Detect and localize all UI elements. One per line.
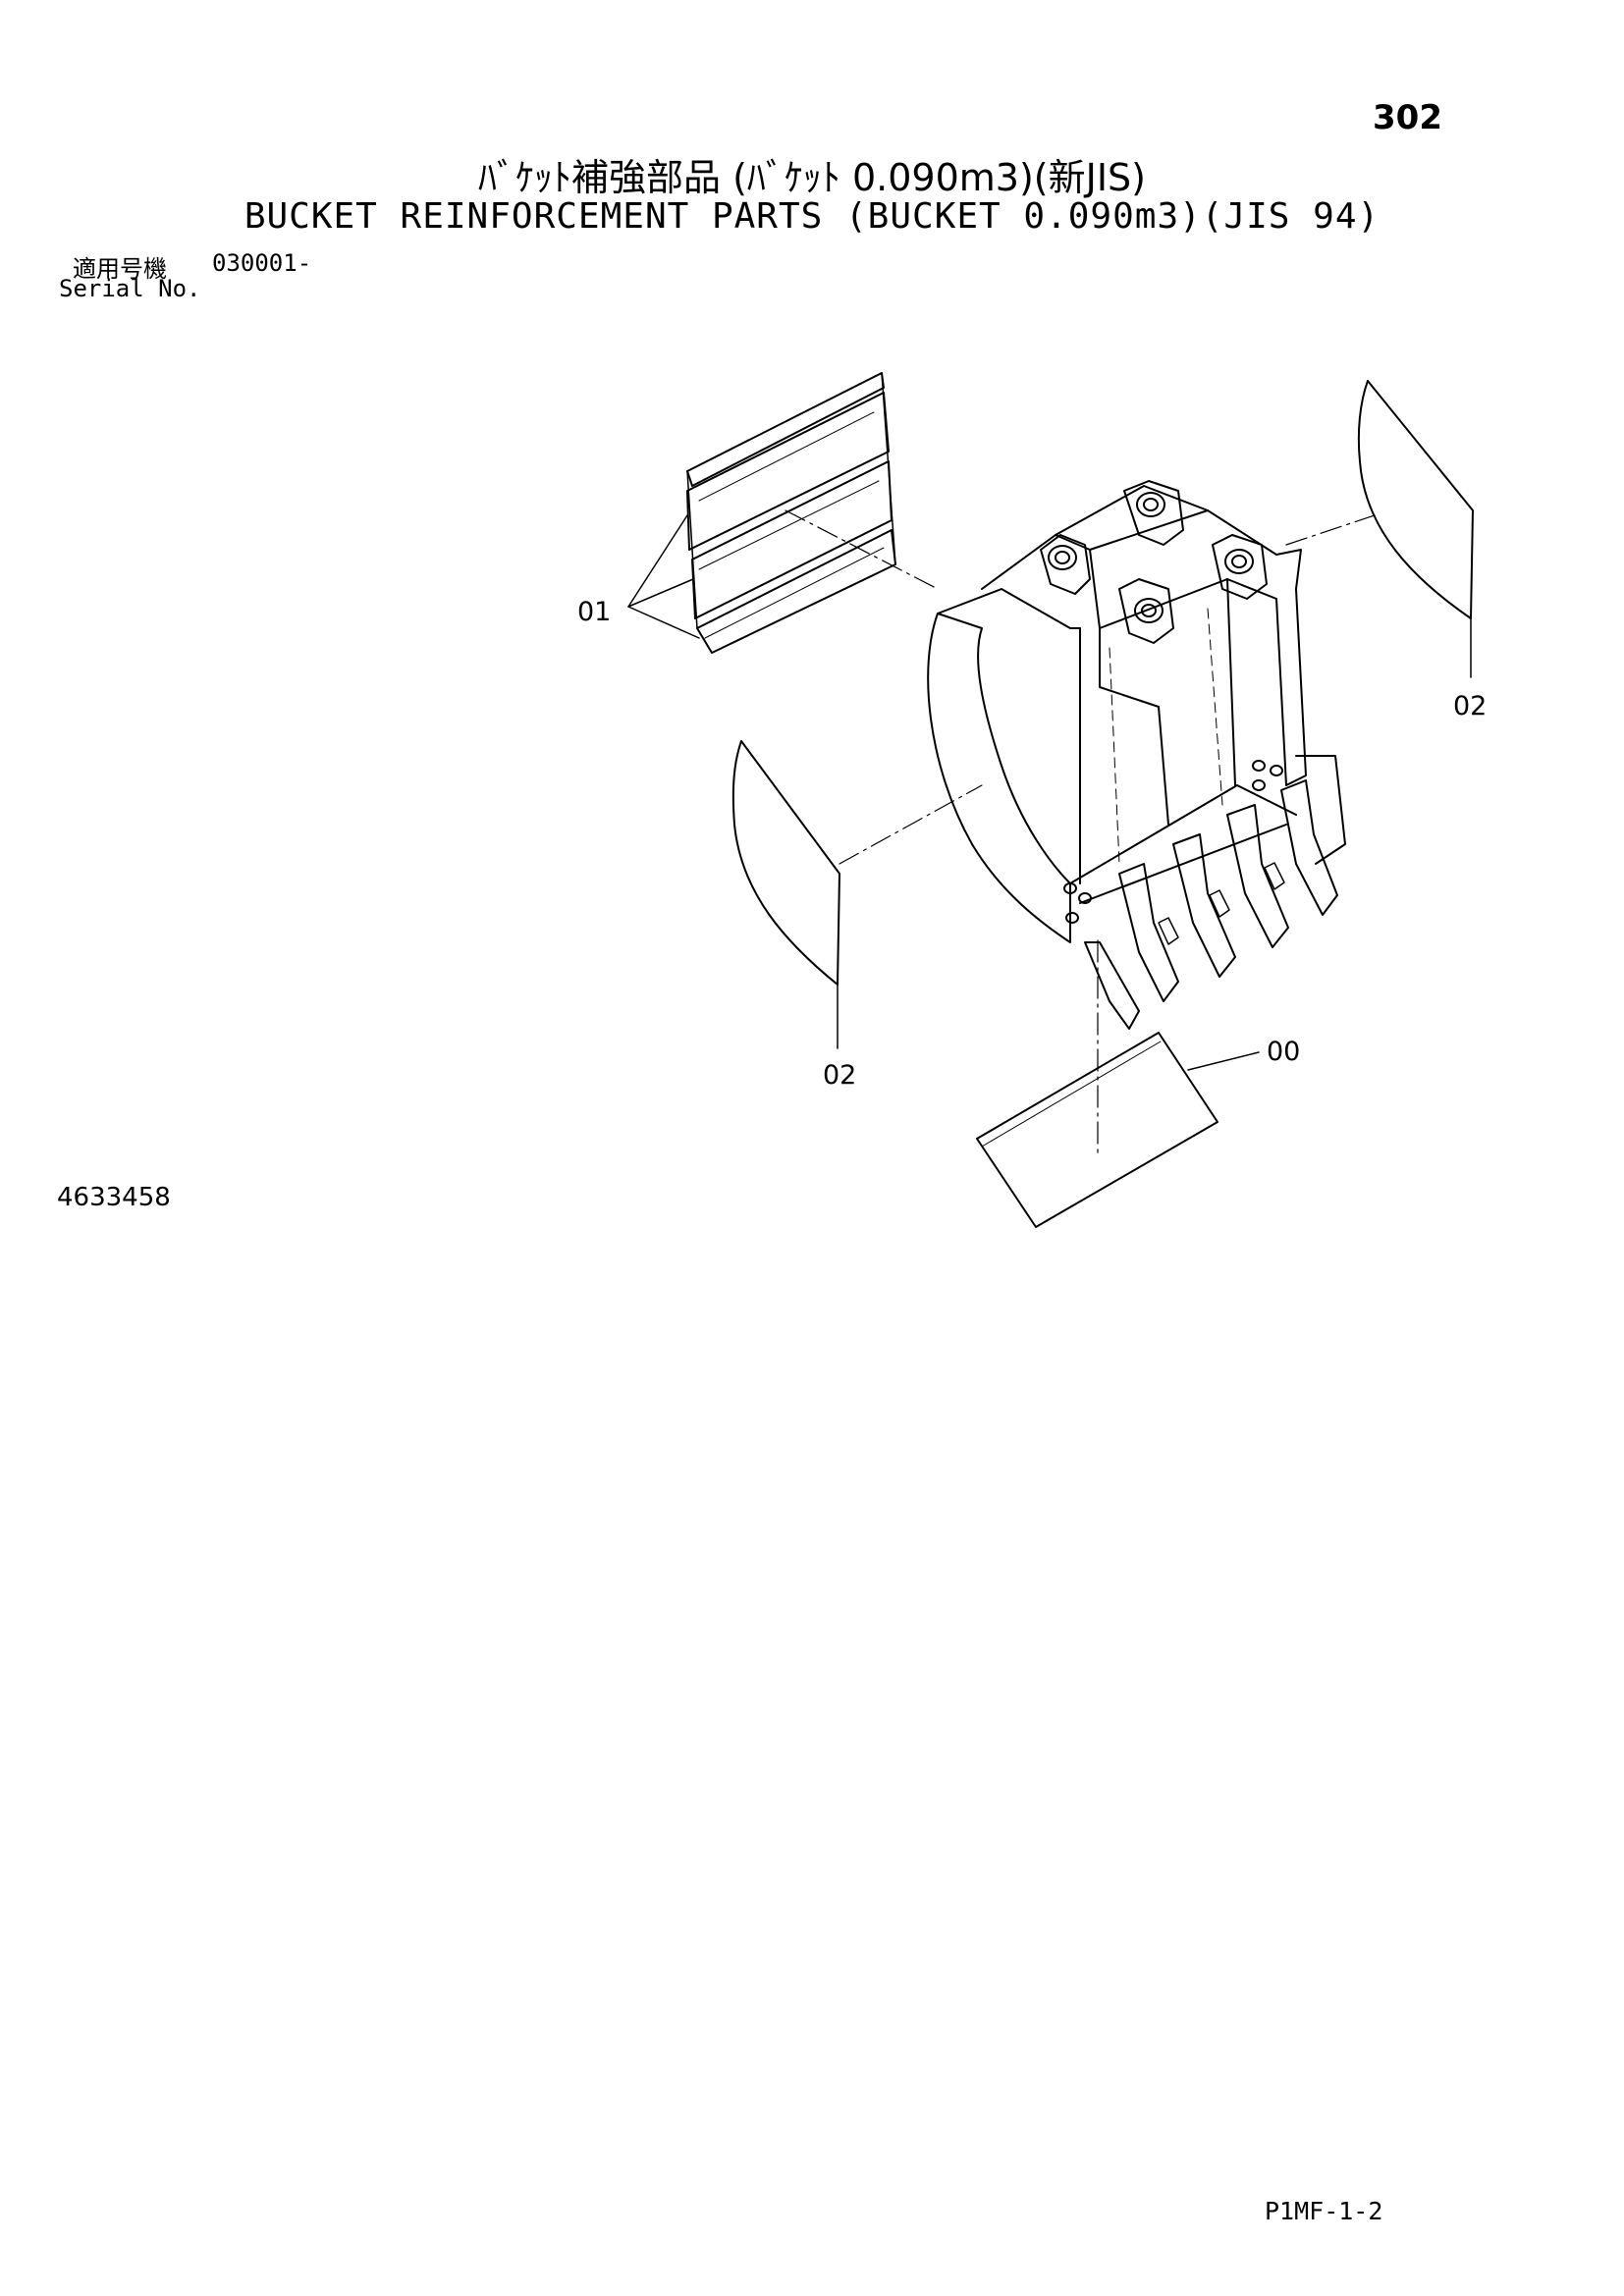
- page-title-japanese: ﾊﾞｹｯﾄ補強部品 (ﾊﾞｹｯﾄ 0.090m3)(新JIS): [478, 156, 1146, 199]
- leader-00: [1187, 1051, 1260, 1071]
- callout-01: 01: [577, 597, 611, 627]
- diagram-number: 4633458: [57, 1183, 171, 1212]
- serial-value: 030001-: [212, 249, 312, 277]
- part-01-reinforcement-plates: [686, 372, 896, 654]
- bucket-body: [927, 480, 1346, 943]
- callout-02-right: 02: [1453, 691, 1487, 721]
- bucket-teeth: [1084, 779, 1338, 1030]
- page-title-english: BUCKET REINFORCEMENT PARTS (BUCKET 0.090…: [244, 196, 1380, 237]
- part-02-right-side-plate: [1357, 380, 1474, 619]
- serial-label-japanese: 適用号機: [73, 255, 167, 283]
- serial-label-english: Serial No.: [59, 275, 201, 302]
- alignment-lines: [785, 509, 1376, 1154]
- hidden-lines: [1109, 608, 1223, 865]
- callout-00: 00: [1267, 1037, 1300, 1067]
- part-02-left-side-plate: [731, 740, 840, 986]
- leader-01: [627, 514, 700, 639]
- footer-page-code: P1MF-1-2: [1265, 2197, 1383, 2225]
- callout-02-left: 02: [823, 1060, 856, 1091]
- page-number: 302: [1373, 98, 1442, 137]
